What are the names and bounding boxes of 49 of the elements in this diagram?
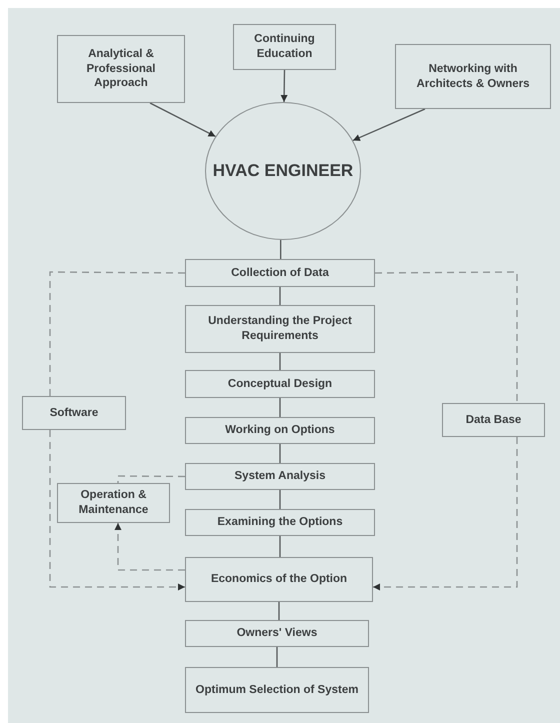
dashed-connector <box>49 430 185 590</box>
node-label: Understanding the Project Requirements <box>207 314 353 344</box>
node-label: Software <box>50 406 98 420</box>
connector-line <box>279 444 281 463</box>
node-label: Operation & Maintenance <box>78 488 150 518</box>
arrow <box>150 102 216 138</box>
connector-line <box>278 602 280 620</box>
dashed-connector <box>117 475 185 483</box>
process-box <box>185 463 375 490</box>
input-box <box>233 24 336 70</box>
process-box <box>185 667 369 713</box>
resource-box <box>442 403 545 437</box>
process-box <box>185 370 375 398</box>
connector-line <box>279 536 281 557</box>
node-label: Economics of the Option <box>210 572 348 587</box>
connector-line <box>276 647 278 667</box>
node-label: HVAC ENGINEER <box>212 160 354 182</box>
dashed-connector <box>375 271 518 403</box>
node-label: Examining the Options <box>217 515 343 530</box>
resource-box <box>57 483 170 523</box>
dashed-connector <box>49 271 185 396</box>
connector-line <box>279 398 281 417</box>
node-label: Working on Options <box>225 423 335 438</box>
process-box <box>185 417 375 444</box>
process-box <box>185 259 375 287</box>
node-label: Conceptual Design <box>228 376 332 392</box>
input-box <box>395 44 551 109</box>
process-box <box>185 305 375 353</box>
node-label: Data Base <box>466 412 522 428</box>
arrow <box>280 70 288 102</box>
node-label: Analytical & Professional Approach <box>85 46 157 92</box>
process-box <box>185 620 369 647</box>
input-box <box>57 35 185 103</box>
connector-line <box>280 240 282 259</box>
node-label: Networking with Architects & Owners <box>415 62 531 92</box>
connector-line <box>279 287 281 305</box>
node-label: Optimum Selection of System <box>196 682 358 698</box>
node-label: Continuing Education <box>253 32 316 62</box>
dashed-connector <box>373 437 518 590</box>
dashed-connector <box>114 523 185 571</box>
node-label: System Analysis <box>234 469 326 484</box>
arrow <box>352 108 426 142</box>
connector-line <box>279 353 281 370</box>
node-label: Collection of Data <box>231 266 329 280</box>
process-box <box>185 509 375 536</box>
resource-box <box>22 396 126 430</box>
node-label: Owners' Views <box>236 626 318 641</box>
process-box <box>185 557 373 602</box>
connector-line <box>279 490 281 509</box>
